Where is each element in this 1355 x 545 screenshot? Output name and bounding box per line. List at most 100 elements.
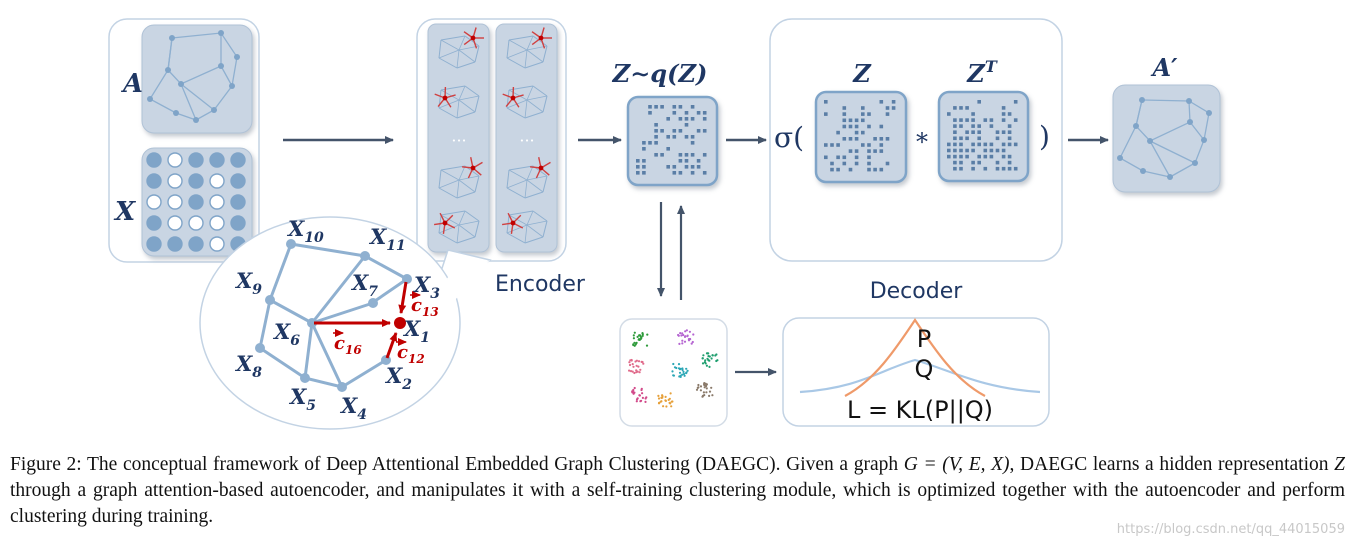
matrix-cell bbox=[867, 124, 871, 129]
matrix-cell bbox=[1001, 130, 1006, 134]
reconstructed-graph: A′ bbox=[1112, 53, 1221, 193]
matrix-cell bbox=[977, 130, 981, 134]
zoom-node-label-x1: X1 bbox=[402, 316, 430, 346]
matrix-cell bbox=[648, 111, 652, 115]
matrix-cell bbox=[867, 112, 871, 116]
matrix-cell bbox=[678, 159, 683, 163]
feature-cell bbox=[146, 215, 162, 231]
matrix-cell bbox=[1001, 106, 1006, 110]
matrix-cell bbox=[995, 130, 1000, 134]
matrix-cell bbox=[873, 167, 877, 172]
matrix-cell bbox=[824, 112, 828, 116]
encoder-node-graph bbox=[438, 27, 484, 69]
matrix-cell bbox=[672, 129, 677, 133]
matrix-cell bbox=[977, 142, 981, 147]
matrix-cell bbox=[953, 154, 957, 159]
matrix-cell bbox=[842, 161, 847, 166]
matrix-cell bbox=[690, 117, 695, 121]
matrix-cell bbox=[654, 141, 658, 145]
matrix-cell bbox=[959, 106, 963, 110]
matrix-cell bbox=[684, 159, 689, 163]
matrix-cell bbox=[848, 118, 853, 123]
matrix-cell bbox=[885, 106, 890, 110]
encoder-node-graph bbox=[434, 85, 480, 119]
feature-cell bbox=[167, 215, 183, 231]
matrix-cell bbox=[1001, 166, 1006, 171]
matrix-cell bbox=[660, 129, 664, 133]
attention-arrow-c13 bbox=[398, 281, 408, 314]
matrix-cell bbox=[959, 124, 963, 128]
matrix-cell bbox=[947, 148, 951, 153]
matrix-cell bbox=[971, 112, 975, 116]
matrix-cell bbox=[654, 123, 658, 127]
matrix-cell bbox=[690, 135, 695, 139]
adjacency-graph bbox=[141, 24, 253, 134]
matrix-cell bbox=[953, 118, 957, 122]
matrix-cell bbox=[953, 160, 957, 165]
z-distribution-label: Z∼q(Z) bbox=[612, 59, 708, 88]
zoom-graph-edges bbox=[258, 242, 409, 389]
caption-z: Z bbox=[1334, 454, 1345, 475]
cluster-points bbox=[631, 386, 648, 403]
matrix-cell bbox=[836, 155, 840, 160]
matrix-cell bbox=[995, 148, 1000, 153]
zoom-node-label-x10: X10 bbox=[286, 216, 324, 246]
p-distribution-curve bbox=[844, 318, 986, 397]
matrix-cell bbox=[879, 137, 884, 141]
matrix-cell bbox=[696, 111, 701, 115]
matrix-cell bbox=[854, 161, 859, 166]
matrix-cell bbox=[983, 154, 988, 159]
zoom-node-label-x2: X2 bbox=[384, 363, 412, 393]
matrix-cell bbox=[842, 137, 847, 141]
matrix-cell bbox=[971, 118, 975, 122]
matrix-cell bbox=[989, 148, 994, 153]
matrix-cell bbox=[642, 165, 646, 169]
feature-cell bbox=[188, 236, 204, 252]
matrix-cell bbox=[1007, 124, 1012, 128]
matrix-cell bbox=[971, 142, 975, 147]
matrix-cell bbox=[977, 124, 981, 128]
matrix-cell bbox=[953, 124, 957, 128]
matrix-cell bbox=[965, 136, 969, 141]
matrix-cell bbox=[830, 167, 834, 172]
matrix-cell bbox=[848, 124, 853, 129]
matrix-cell bbox=[1007, 160, 1012, 165]
matrix-cell bbox=[636, 165, 640, 169]
matrix-cell bbox=[654, 153, 658, 157]
encoder-node-graph bbox=[502, 85, 548, 119]
adjacency-label: A bbox=[120, 69, 143, 99]
matrix-cell bbox=[1001, 148, 1006, 153]
matrix-cell bbox=[690, 105, 695, 109]
matrix-cell bbox=[854, 124, 859, 129]
feature-cell bbox=[167, 152, 183, 168]
matrix-cell bbox=[885, 112, 890, 116]
matrix-cell bbox=[648, 105, 652, 109]
kl-formula: L = KL(P||Q) bbox=[847, 396, 993, 424]
matrix-cell bbox=[983, 118, 988, 122]
matrix-cell bbox=[654, 135, 658, 139]
matrix-cell bbox=[867, 161, 871, 166]
feature-cell bbox=[209, 194, 225, 210]
matrix-cell bbox=[995, 136, 1000, 141]
feature-cell bbox=[188, 215, 204, 231]
matrix-cell bbox=[977, 160, 981, 165]
decoder-label: Decoder bbox=[870, 279, 964, 304]
encoder-panel: ··· ··· Encoder bbox=[416, 18, 586, 297]
matrix-cell bbox=[989, 124, 994, 128]
encoder-ellipsis-2: ··· bbox=[519, 131, 534, 150]
matrix-cell bbox=[660, 153, 664, 157]
matrix-cell bbox=[642, 141, 646, 145]
matrix-cell bbox=[690, 153, 695, 157]
zoom-node-label-x5: X5 bbox=[288, 384, 316, 414]
decoder-z-matrix bbox=[814, 90, 908, 184]
matrix-cell bbox=[971, 130, 975, 134]
encoder-node-graph bbox=[433, 210, 480, 244]
matrix-cell bbox=[1001, 112, 1006, 116]
feature-cell bbox=[209, 173, 225, 189]
matrix-cell bbox=[678, 129, 683, 133]
matrix-cell bbox=[690, 141, 695, 145]
matrix-cell bbox=[965, 148, 969, 153]
matrix-cell bbox=[824, 100, 828, 104]
decoder-panel: σ( Z * ZT ) Decoder bbox=[769, 18, 1063, 304]
